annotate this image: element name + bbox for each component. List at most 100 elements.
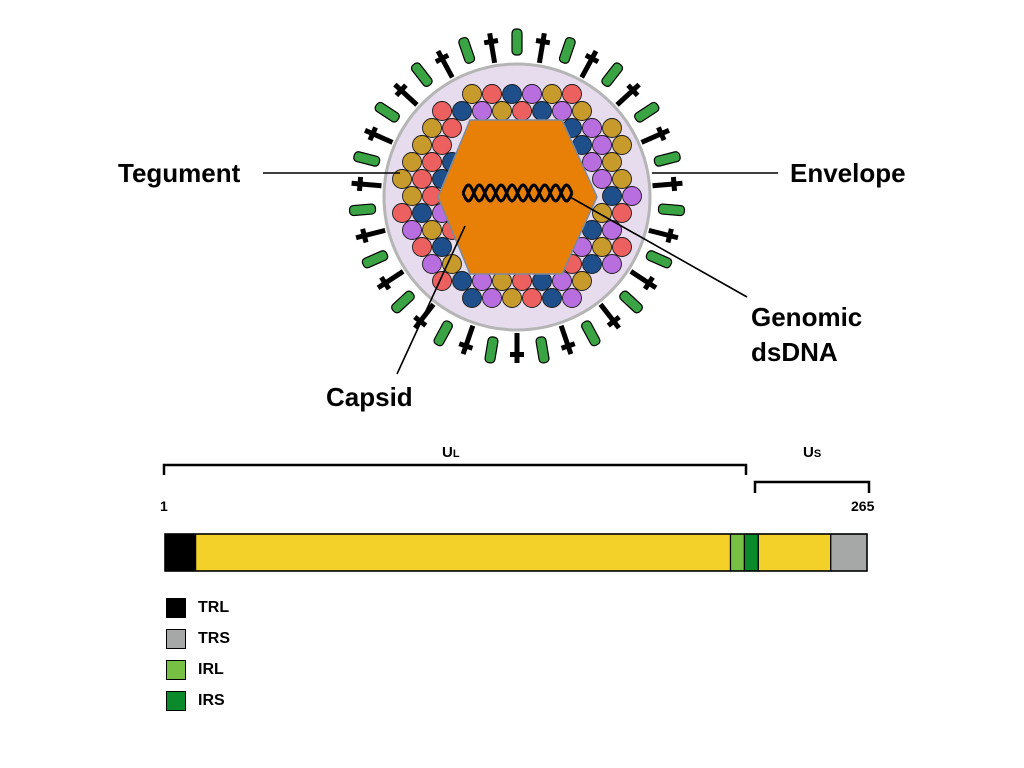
tegument-protein	[472, 101, 492, 121]
tegument-protein	[422, 118, 442, 138]
green-spike-body	[634, 101, 660, 123]
genome-bar	[164, 533, 868, 572]
tegument-protein	[582, 152, 602, 172]
genomic-dsdna-helix	[461, 183, 574, 203]
ul-region-label: UL	[442, 444, 460, 461]
tegument-protein	[432, 135, 452, 155]
ul-bracket	[162, 463, 748, 475]
tegument-protein	[602, 186, 622, 206]
tegument-protein	[482, 84, 502, 104]
tegument-protein	[602, 220, 622, 240]
black-spike-bar	[670, 176, 678, 192]
black-glycoprotein	[558, 324, 576, 355]
genomic-label: Genomic	[751, 302, 862, 332]
tegument-label: Tegument	[118, 158, 241, 188]
green-glycoprotein	[353, 151, 381, 167]
genome-segment-trl	[164, 533, 197, 572]
tegument-protein	[502, 288, 522, 308]
black-spike-bar	[483, 38, 499, 46]
green-spike-body	[484, 336, 499, 364]
genome-segment-ul	[195, 533, 732, 572]
envelope-label: Envelope	[790, 158, 906, 188]
tegument-protein	[412, 203, 432, 223]
green-spike-body	[601, 62, 624, 87]
black-spike-bar	[510, 352, 524, 357]
genome-start-label: 1	[160, 498, 168, 514]
black-glycoprotein	[458, 324, 476, 355]
tegument-protein	[532, 101, 552, 121]
legend-label: TRL	[198, 599, 230, 616]
tegument-protein	[612, 135, 632, 155]
green-glycoprotein	[657, 203, 686, 217]
envelope-glycoproteins	[348, 28, 686, 364]
green-glycoprotein	[535, 336, 550, 364]
black-spike-bar	[458, 341, 474, 351]
legend-label: TRS	[198, 630, 230, 647]
black-glycoprotein	[351, 176, 382, 192]
tegument-protein	[522, 288, 542, 308]
black-spike-bar	[656, 126, 667, 142]
region-brackets	[162, 463, 871, 493]
black-spike-bar	[584, 52, 600, 65]
black-spike-bar	[394, 83, 408, 98]
green-glycoprotein	[601, 62, 624, 87]
tegument-protein	[572, 271, 592, 291]
dna-strand	[461, 183, 574, 203]
us-bracket	[753, 480, 871, 493]
black-spike-bar	[665, 228, 674, 244]
green-spike-body	[391, 290, 415, 314]
green-glycoprotein	[645, 250, 673, 269]
black-spike-stem	[536, 32, 547, 64]
legend-item-trs: TRS	[166, 628, 230, 650]
genome-segment-irl	[729, 533, 746, 572]
black-spike-bar	[356, 176, 364, 192]
green-glycoprotein	[634, 101, 660, 123]
green-spike-body	[653, 151, 681, 167]
genome-segment-us	[757, 533, 832, 572]
black-spike-bar	[367, 126, 378, 142]
tegument-protein	[512, 101, 532, 121]
legend-label: IRS	[198, 692, 225, 709]
tegument-protein	[432, 101, 452, 121]
black-spike-stem	[648, 227, 679, 241]
tegument-protein	[612, 237, 632, 257]
legend-item-irs: IRS	[166, 690, 230, 712]
tegument-protein	[422, 254, 442, 274]
black-spike-stem	[355, 227, 386, 241]
black-spike-stem	[460, 324, 476, 355]
legend-item-trl: TRL	[166, 597, 230, 619]
green-glycoprotein	[433, 320, 453, 347]
capsid-leader	[396, 225, 466, 375]
green-glycoprotein	[619, 290, 643, 314]
genome-segment-irs	[743, 533, 759, 572]
black-glycoprotein	[510, 333, 524, 363]
tegument-protein	[542, 84, 562, 104]
black-glycoprotein	[376, 269, 405, 291]
tegument-protein	[602, 254, 622, 274]
genome-segment-trs	[830, 533, 868, 572]
tegument-protein	[462, 288, 482, 308]
black-spike-bar	[379, 275, 392, 291]
tegument-protein	[522, 84, 542, 104]
green-spike-body	[581, 320, 601, 347]
black-glycoprotein	[579, 49, 600, 79]
black-spike-stem	[640, 128, 671, 145]
tegument-protein	[582, 254, 602, 274]
tegument-protein	[602, 152, 622, 172]
tegument-protein	[482, 288, 502, 308]
black-glycoprotein	[652, 176, 683, 192]
green-spike-body	[353, 151, 381, 167]
tegument-protein	[402, 152, 422, 172]
black-spike-bar	[560, 341, 576, 351]
tegument-protein	[432, 237, 452, 257]
tegument-protein	[442, 118, 462, 138]
tegument-protein	[402, 186, 422, 206]
green-glycoprotein	[558, 36, 576, 64]
dsdna-label: dsDNA	[751, 337, 838, 367]
black-spike-stem	[363, 128, 394, 145]
tegument-protein	[552, 101, 572, 121]
black-spike-stem	[652, 180, 683, 189]
green-spike-body	[410, 62, 433, 87]
tegument-protein	[612, 169, 632, 189]
